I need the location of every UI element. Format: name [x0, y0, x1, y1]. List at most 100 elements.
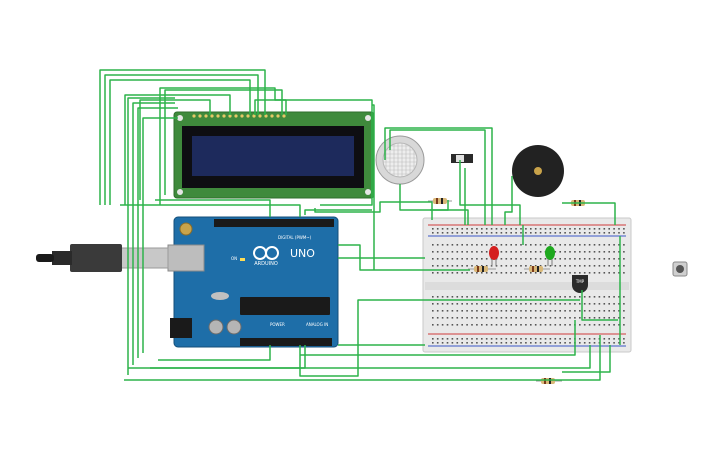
rail-hole — [466, 228, 468, 230]
rail-hole — [495, 228, 498, 230]
digital-header — [214, 219, 334, 227]
rail-hole — [505, 232, 508, 234]
hole — [436, 258, 439, 260]
rail-hole — [466, 232, 468, 234]
hole — [613, 258, 615, 260]
hole — [432, 258, 434, 260]
temperature-sensor-icon[interactable]: TMP — [572, 275, 588, 293]
hole — [608, 296, 610, 298]
hole — [461, 258, 463, 260]
digital-label: DIGITAL (PWM~) — [278, 235, 312, 240]
gas-sensor-icon[interactable] — [375, 135, 425, 185]
hole — [554, 296, 557, 298]
green-led[interactable] — [545, 246, 555, 266]
hole — [554, 324, 557, 326]
hole — [456, 317, 459, 319]
rail-hole — [481, 338, 483, 340]
hole — [539, 258, 542, 260]
rail-hole — [485, 228, 488, 230]
wire — [109, 79, 251, 205]
arduino-uno[interactable]: ARDUINO UNO DIGITAL (PWM~) ANALOG IN POW… — [167, 216, 339, 348]
hole — [432, 265, 434, 267]
hole — [436, 296, 439, 298]
hole — [559, 303, 561, 305]
hole — [579, 303, 581, 305]
lcd-16x2[interactable] — [173, 111, 375, 199]
hole — [608, 310, 610, 312]
hole — [461, 310, 463, 312]
hole — [490, 310, 493, 312]
hole — [583, 272, 586, 274]
rail-hole — [618, 232, 620, 234]
hole — [456, 258, 459, 260]
hole — [588, 296, 591, 298]
wire — [127, 97, 175, 375]
hole — [554, 272, 557, 274]
slide-switch-icon[interactable] — [451, 154, 473, 163]
hole — [456, 303, 459, 305]
hole — [583, 265, 586, 267]
rail-hole — [530, 342, 532, 344]
hole — [520, 324, 522, 326]
rail-hole — [613, 342, 615, 344]
rail-hole — [588, 338, 591, 340]
breadboard[interactable] — [422, 217, 632, 353]
rail-hole — [520, 342, 522, 344]
hole — [471, 251, 473, 253]
hole — [593, 310, 596, 312]
hole — [490, 296, 493, 298]
hole — [530, 272, 532, 274]
red-led[interactable] — [489, 246, 499, 266]
hole — [608, 272, 610, 274]
hole — [618, 324, 620, 326]
hole — [520, 265, 522, 267]
resistor-gas[interactable] — [428, 198, 452, 204]
arduino-brand-text: ARDUINO — [254, 261, 278, 267]
hole — [481, 265, 483, 267]
wire — [99, 69, 266, 205]
rail-hole — [564, 232, 566, 234]
hole — [569, 265, 571, 267]
hole — [510, 265, 512, 267]
hole — [574, 310, 576, 312]
hole — [500, 251, 503, 253]
reset-button[interactable] — [179, 222, 193, 236]
hole — [515, 251, 517, 253]
piezo-buzzer-icon[interactable] — [512, 145, 564, 197]
wire — [562, 202, 616, 225]
rail-hole — [603, 338, 606, 340]
hole — [603, 310, 606, 312]
hole — [598, 303, 601, 305]
hole — [432, 303, 434, 305]
rail-hole — [608, 338, 610, 340]
hole — [432, 272, 434, 274]
resistor-red-led[interactable] — [468, 266, 496, 272]
rail-hole — [593, 228, 596, 230]
resistor-green-led[interactable] — [524, 266, 550, 272]
rail-hole — [534, 228, 537, 230]
wire — [137, 107, 178, 358]
arduino-infinity-logo-icon — [253, 246, 279, 260]
hole — [471, 310, 473, 312]
hole — [441, 310, 444, 312]
hole — [461, 296, 463, 298]
hole — [481, 317, 483, 319]
hole — [608, 303, 610, 305]
resistor-bottom[interactable] — [536, 378, 562, 384]
hole — [554, 244, 557, 246]
hole — [456, 272, 459, 274]
hole — [476, 251, 478, 253]
rail-hole — [613, 228, 615, 230]
lcd-pin — [258, 114, 262, 118]
hole — [588, 265, 591, 267]
rail-hole — [544, 342, 547, 344]
rail-hole — [432, 338, 434, 340]
hole — [481, 272, 483, 274]
usb-cable-icon[interactable] — [36, 244, 169, 272]
rail-hole — [583, 342, 586, 344]
hole — [564, 310, 566, 312]
wire — [124, 335, 601, 381]
pushbutton-icon[interactable] — [672, 261, 688, 277]
hole — [549, 265, 552, 267]
rail-hole — [539, 342, 542, 344]
